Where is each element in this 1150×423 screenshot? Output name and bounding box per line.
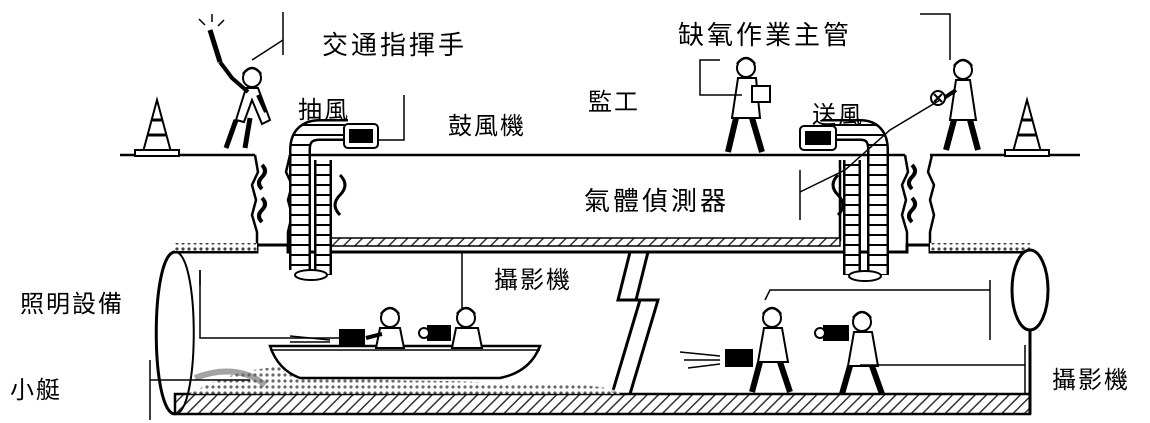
label-supply-wind: 送風 <box>812 101 864 129</box>
label-boat: 小艇 <box>10 376 62 404</box>
traffic-cone-icon <box>134 96 180 157</box>
label-suction-wind: 抽風 <box>298 96 350 124</box>
label-camera-right: 攝影機 <box>1052 366 1130 394</box>
worker-supervisor <box>725 56 771 153</box>
right-manhole <box>900 154 936 248</box>
labels: 交通指揮手 缺氧作業主管 監工 抽風 鼓風機 送風 氣體偵測器 攝影機 照明設備… <box>10 21 1130 404</box>
worker-boat-1 <box>365 306 406 349</box>
sewer-pipe <box>154 243 1050 416</box>
label-camera-left: 攝影機 <box>494 266 572 294</box>
camera-icon <box>814 325 849 341</box>
gas-detector-icon <box>930 90 946 106</box>
camera-icon <box>418 325 451 341</box>
lamp-icon <box>289 329 365 347</box>
worker-camera-walker <box>814 310 885 396</box>
left-manhole <box>250 154 294 248</box>
label-monitor: 監工 <box>588 88 640 116</box>
worker-traffic-director <box>198 14 272 149</box>
blower-icon <box>343 123 837 151</box>
flag-baton-icon <box>198 14 225 63</box>
lamp-icon <box>679 349 753 369</box>
leader-lines <box>149 12 1026 420</box>
label-lighting: 照明設備 <box>20 290 124 318</box>
left-vent-hose <box>289 119 348 281</box>
label-supervisor: 缺氧作業主管 <box>678 21 852 51</box>
worker-lamp-walker <box>679 306 793 393</box>
right-vent-hose <box>822 119 889 282</box>
traffic-cone-icon <box>1004 96 1050 157</box>
label-blower: 鼓風機 <box>448 112 526 140</box>
worker-boat-2 <box>418 306 484 349</box>
boat-icon <box>268 344 542 380</box>
worker-gas-monitor <box>930 58 981 151</box>
label-traffic-director: 交通指揮手 <box>322 31 467 61</box>
label-gas-detector: 氣體偵測器 <box>584 187 729 217</box>
